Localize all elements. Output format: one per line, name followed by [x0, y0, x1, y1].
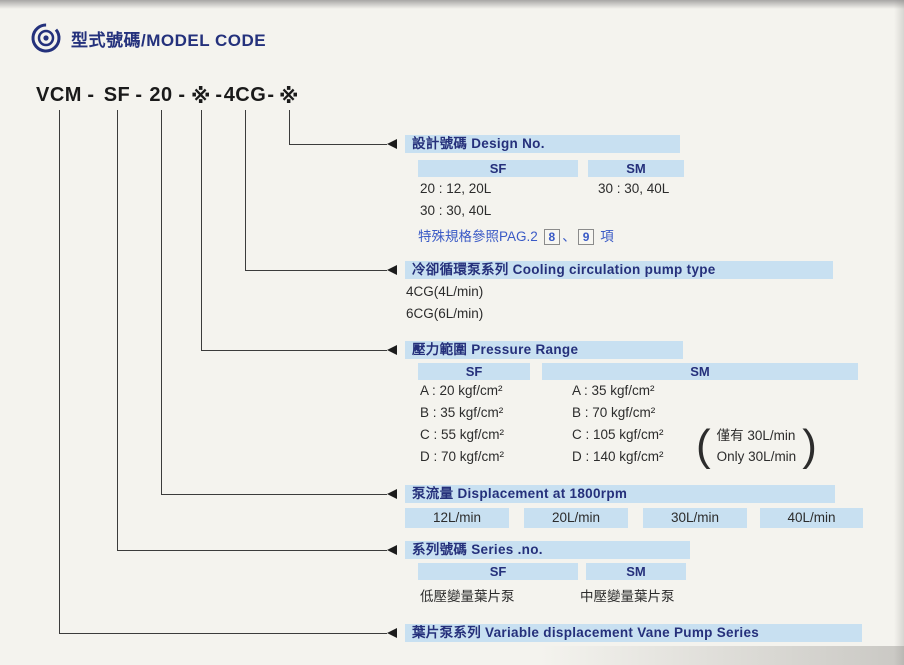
- arrow-left-icon: [387, 139, 397, 149]
- scan-artifact-bottom-right: [540, 646, 904, 665]
- connector-vane-vertical: [59, 110, 60, 633]
- design-note-tail: 項: [600, 229, 614, 244]
- pressure-sf-row-b: B : 35 kgf/cm²: [420, 405, 504, 420]
- pressure-col-sf: SF: [418, 363, 530, 380]
- connector-series-vertical: [117, 110, 118, 550]
- only-30l-zh: 僅有 30L/min: [716, 428, 796, 443]
- title-row: 型式號碼/MODEL CODE: [30, 22, 266, 54]
- design-col-sm: SM: [588, 160, 684, 177]
- design-note-text: 特殊規格參照PAG.2: [418, 229, 538, 244]
- pressure-sf-row-a: A : 20 kgf/cm²: [420, 383, 503, 398]
- arrow-left-icon: [387, 345, 397, 355]
- model-code-segment-4cg: 4CG: [223, 84, 267, 106]
- pressure-sm-row-b: B : 70 kgf/cm²: [572, 405, 656, 420]
- page-title: 型式號碼/MODEL CODE: [71, 30, 267, 50]
- brand-logo-icon: [30, 22, 62, 54]
- series-col-sf: SF: [418, 563, 578, 580]
- connector-pressure-vertical: [201, 110, 202, 350]
- page-ref-9-badge: 9: [577, 229, 595, 245]
- arrow-left-icon: [387, 545, 397, 555]
- model-code-segment-sf: SF: [103, 84, 131, 106]
- cooling-row-6cg: 6CG(6L/min): [406, 306, 484, 321]
- section-header-vane-pump-series: 葉片泵系列 Variable displacement Vane Pump Se…: [405, 624, 862, 642]
- series-col-sm: SM: [586, 563, 686, 580]
- connector-design-horizontal: [289, 144, 387, 145]
- arrow-left-icon: [387, 265, 397, 275]
- page-ref-8-badge: 8: [543, 229, 561, 245]
- section-header-displacement: 泵流量 Displacement at 1800rpm: [405, 485, 835, 503]
- close-paren: ): [802, 421, 817, 470]
- connector-displacement-horizontal: [161, 494, 387, 495]
- connector-design-vertical: [289, 110, 290, 144]
- scan-artifact-right: [894, 0, 904, 665]
- pressure-sm-row-a: A : 35 kgf/cm²: [572, 383, 655, 398]
- model-code-segment-20: 20: [149, 84, 173, 106]
- displacement-cell-40l: 40L/min: [760, 508, 863, 528]
- model-code-dash: -: [215, 84, 223, 106]
- connector-cooling-vertical: [245, 110, 246, 270]
- connector-vane-horizontal: [59, 633, 387, 634]
- design-sm-row-1: 30 : 30, 40L: [598, 181, 670, 196]
- displacement-cell-20l: 20L/min: [524, 508, 628, 528]
- model-code-segment-star2: ※: [279, 86, 299, 108]
- series-sm-description: 中壓變量葉片泵: [580, 589, 675, 604]
- connector-series-horizontal: [117, 550, 387, 551]
- model-code-dash: -: [267, 84, 275, 106]
- model-code-segment-star1: ※: [191, 86, 211, 108]
- arrow-left-icon: [387, 628, 397, 638]
- connector-cooling-horizontal: [245, 270, 387, 271]
- design-special-note: 特殊規格參照PAG.2 8、9 項: [418, 225, 614, 245]
- section-header-pressure: 壓力範圍 Pressure Range: [405, 341, 683, 359]
- model-code-dash: -: [178, 84, 186, 106]
- pressure-sm-row-c: C : 105 kgf/cm²: [572, 427, 664, 442]
- model-code-dash: -: [135, 84, 143, 106]
- section-header-design-no: 設計號碼 Design No.: [405, 135, 680, 153]
- model-code-segment-vcm: VCM: [36, 84, 82, 106]
- only-30l-en: Only 30L/min: [716, 449, 797, 464]
- pressure-only-30l-lines: 僅有 30L/min Only 30L/min: [711, 425, 803, 467]
- displacement-cell-12l: 12L/min: [405, 508, 509, 528]
- cooling-row-4cg: 4CG(4L/min): [406, 284, 484, 299]
- pressure-only-30l-note: ( 僅有 30L/min Only 30L/min ): [696, 423, 817, 469]
- scan-artifact-top: [0, 0, 904, 9]
- displacement-cell-30l: 30L/min: [643, 508, 747, 528]
- section-header-series: 系列號碼 Series .no.: [405, 541, 690, 559]
- design-note-separator: 、: [562, 229, 576, 244]
- pressure-col-sm: SM: [542, 363, 858, 380]
- design-col-sf: SF: [418, 160, 578, 177]
- connector-pressure-horizontal: [201, 350, 387, 351]
- pressure-sm-row-d: D : 140 kgf/cm²: [572, 449, 664, 464]
- pressure-sf-row-d: D : 70 kgf/cm²: [420, 449, 505, 464]
- connector-displacement-vertical: [161, 110, 162, 494]
- pressure-sf-row-c: C : 55 kgf/cm²: [420, 427, 505, 442]
- design-sf-row-2: 30 : 30, 40L: [420, 203, 492, 218]
- model-code-dash: -: [87, 84, 95, 106]
- design-sf-row-1: 20 : 12, 20L: [420, 181, 492, 196]
- series-sf-description: 低壓變量葉片泵: [420, 589, 515, 604]
- arrow-left-icon: [387, 489, 397, 499]
- open-paren: (: [696, 421, 711, 470]
- section-header-cooling: 冷卻循環泵系列 Cooling circulation pump type: [405, 261, 833, 279]
